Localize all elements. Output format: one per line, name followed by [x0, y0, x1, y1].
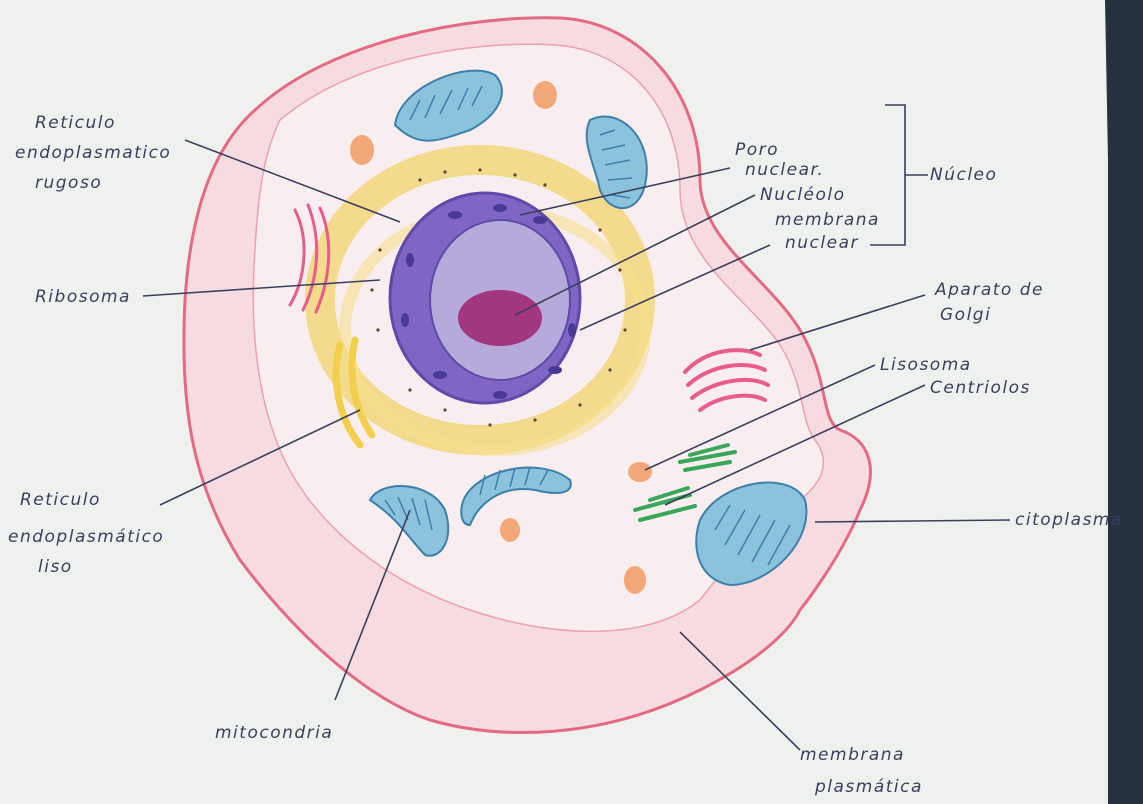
label-ribosoma: Ribosoma: [35, 287, 131, 307]
background-edge: [1108, 0, 1143, 804]
label-mitocondria: mitocondria: [215, 723, 333, 743]
label-citoplasma: citoplasma: [1015, 510, 1123, 530]
label-nucleolo: Nucléolo: [760, 185, 846, 205]
nucleolus: [458, 290, 542, 346]
label-lisosoma: Lisosoma: [880, 355, 972, 375]
label-nucleo: Núcleo: [930, 165, 997, 185]
label-centriolos: Centriolos: [930, 378, 1031, 398]
